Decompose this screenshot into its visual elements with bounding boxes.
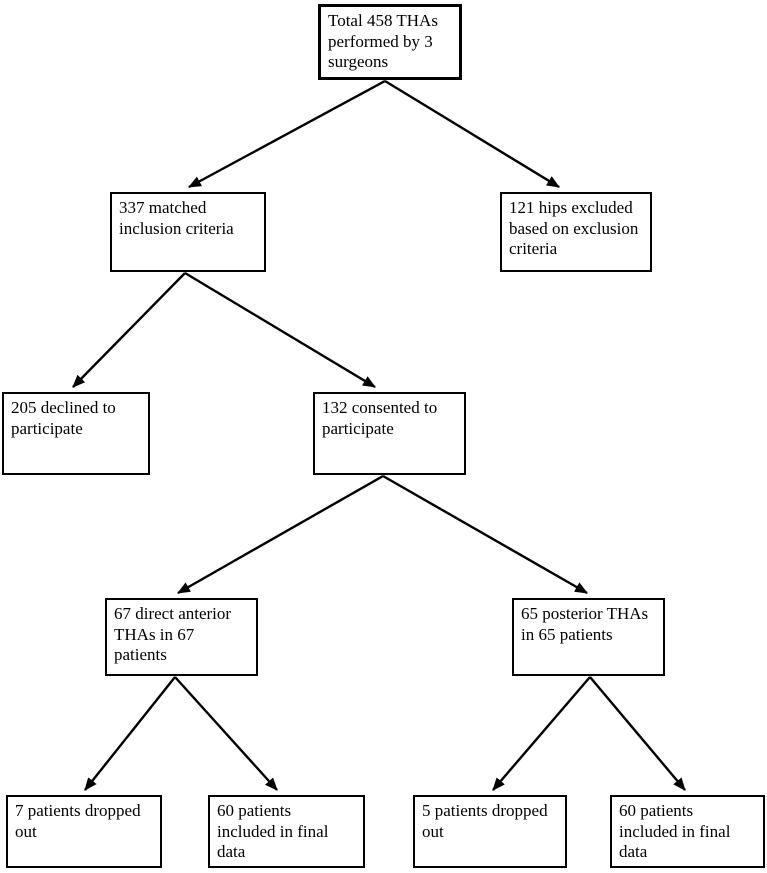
node-declined-participate: 205 declined to participate: [2, 392, 150, 475]
arrow-anterior-to-dropped: [84, 676, 176, 791]
node-total-thas: Total 458 THAs performed by 3 surgeons: [318, 4, 462, 80]
node-posterior-dropped-out: 5 patients dropped out: [413, 795, 567, 868]
arrow-matched-to-consented: [184, 271, 376, 389]
node-hips-excluded: 121 hips excluded based on exclusion cri…: [500, 192, 652, 272]
node-anterior-included-final: 60 patients included in final data: [208, 795, 365, 868]
arrow-anterior-to-included: [174, 676, 278, 791]
node-matched-inclusion: 337 matched inclusion criteria: [110, 192, 266, 272]
arrow-consented-to-posterior: [382, 474, 588, 595]
arrow-consented-to-anterior: [177, 474, 384, 595]
arrow-total-to-excluded: [384, 79, 560, 189]
node-anterior-dropped-out: 7 patients dropped out: [6, 795, 162, 868]
node-consented-participate: 132 consented to participate: [313, 392, 466, 475]
arrow-posterior-to-dropped: [492, 676, 591, 791]
arrow-matched-to-declined: [72, 272, 186, 388]
arrow-total-to-matched: [188, 79, 386, 189]
node-posterior-thas: 65 posterior THAs in 65 patients: [512, 598, 665, 676]
arrow-posterior-to-included: [589, 676, 686, 791]
node-direct-anterior-thas: 67 direct anterior THAs in 67 patients: [105, 598, 258, 676]
node-posterior-included-final: 60 patients included in final data: [610, 795, 765, 868]
